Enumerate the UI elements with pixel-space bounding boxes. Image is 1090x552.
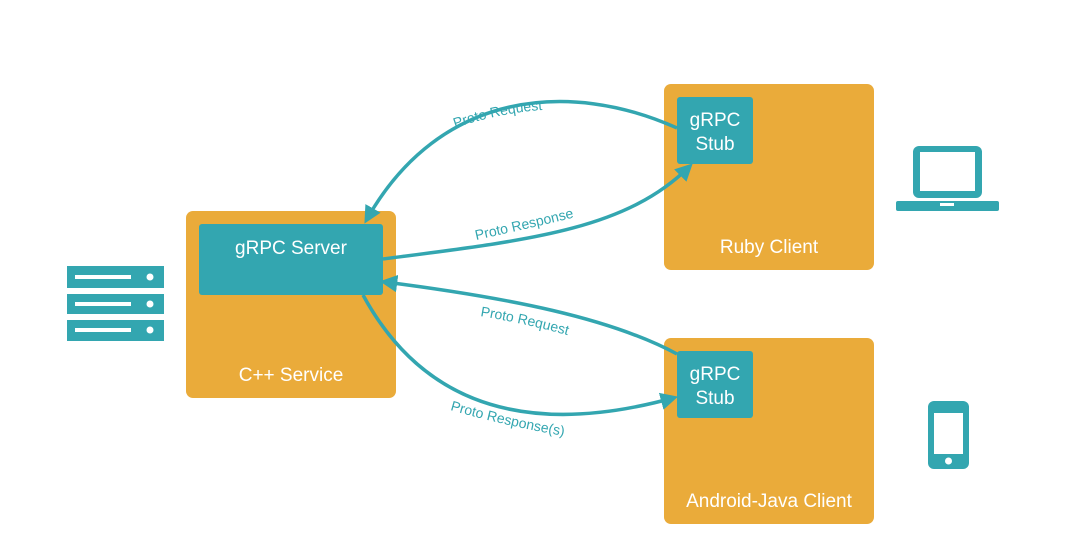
android-grpc-stub [677, 351, 753, 418]
laptop-icon [896, 146, 999, 211]
server-rack-icon [67, 266, 164, 341]
ruby-request-arrow [364, 99, 678, 224]
android-request-arrow [379, 274, 678, 356]
android-client-label: Android-Java Client [686, 491, 853, 512]
android-stub-label-line2: Stub [695, 388, 734, 409]
ruby-grpc-stub [677, 97, 753, 164]
arrows [361, 99, 693, 417]
ruby-client-box: gRPC Stub Ruby Client [664, 84, 874, 270]
grpc-server-label: gRPC Server [235, 238, 348, 259]
ruby-response-arrow [382, 163, 693, 261]
cpp-service-box: gRPC Server C++ Service [186, 211, 396, 398]
android-stub-label-line1: gRPC [690, 364, 741, 385]
mobile-phone-icon [928, 401, 969, 469]
cpp-service-label: C++ Service [239, 365, 344, 386]
grpc-server-box [199, 224, 383, 295]
ruby-client-label: Ruby Client [720, 237, 819, 258]
ruby-stub-label-line2: Stub [695, 134, 734, 155]
ruby-request-label: Proto Request [451, 97, 543, 131]
android-response-arrow [361, 294, 679, 417]
android-client-box: gRPC Stub Android-Java Client [664, 338, 874, 524]
android-response-label: Proto Response(s) [449, 397, 566, 438]
android-request-label: Proto Request [480, 303, 572, 338]
ruby-stub-label-line1: gRPC [690, 110, 741, 131]
